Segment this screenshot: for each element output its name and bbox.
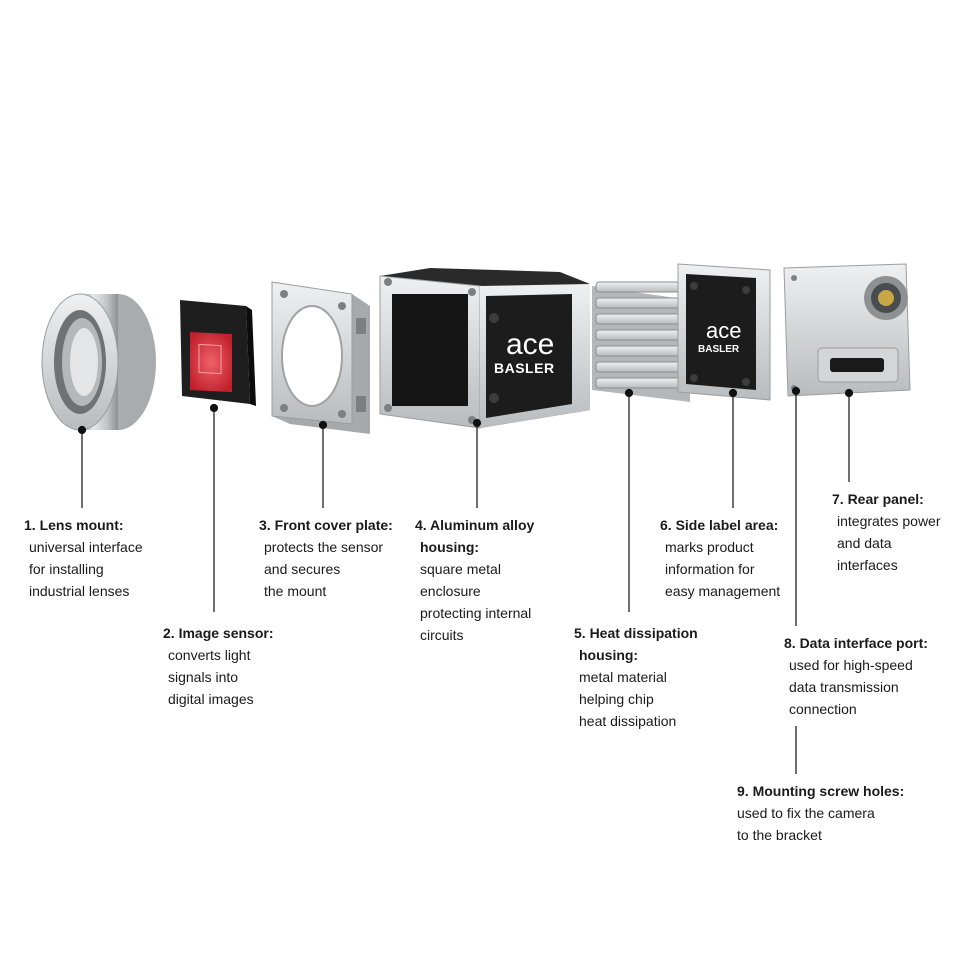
title-line: housing: <box>420 539 480 555</box>
desc-line: the mount <box>264 583 327 599</box>
desc-line: and secures <box>264 561 341 577</box>
desc-line: easy management <box>665 583 781 599</box>
usb-port-icon <box>830 358 884 372</box>
label-desc: used to fix the camera to the bracket <box>737 802 904 846</box>
label-title: 4. Aluminum alloy <box>415 517 535 533</box>
desc-line: protecting internal <box>420 605 532 621</box>
label-desc: universal interface for installing indus… <box>24 536 143 602</box>
label-title: 6. Side label area: <box>660 517 779 533</box>
label-title: 7. Rear panel: <box>832 491 924 507</box>
label-desc: converts light signals into digital imag… <box>163 644 274 710</box>
desc-line: connection <box>789 701 857 717</box>
label-title: 2. Image sensor: <box>163 625 274 641</box>
image-sensor <box>180 300 256 406</box>
desc-line: industrial lenses <box>29 583 130 599</box>
desc-line: square metal <box>420 561 501 577</box>
desc-line: used for high-speed <box>789 657 913 673</box>
label-title: 8. Data interface port: <box>784 635 928 651</box>
front-cover-plate <box>271 281 370 434</box>
desc-line: metal material <box>579 669 667 685</box>
label-desc: housing: metal material helping chip hea… <box>574 644 698 732</box>
desc-line: used to fix the camera <box>737 805 875 821</box>
desc-line: universal interface <box>29 539 143 555</box>
housing-brand-ace: ace <box>506 328 554 361</box>
desc-line: to the bracket <box>737 827 822 843</box>
desc-line: interfaces <box>837 557 898 573</box>
heat-dissipation-housing <box>592 281 690 402</box>
desc-line: integrates power <box>837 513 941 529</box>
label-desc: used for high-speed data transmission co… <box>784 654 928 720</box>
label-desc: marks product information for easy manag… <box>660 536 780 602</box>
desc-line: digital images <box>168 691 254 707</box>
label-title: 1. Lens mount: <box>24 517 124 533</box>
desc-line: protects the sensor <box>264 539 384 555</box>
desc-line: and data <box>837 535 892 551</box>
label-title: 5. Heat dissipation <box>574 625 698 641</box>
desc-line: heat dissipation <box>579 713 677 729</box>
label-heat-dissipation-housing: 5. Heat dissipation housing: metal mater… <box>574 622 698 732</box>
label-desc: protects the sensor and secures the moun… <box>259 536 393 602</box>
desc-line: enclosure <box>420 583 481 599</box>
desc-line: converts light <box>168 647 251 663</box>
label-aluminum-alloy-housing: 4. Aluminum alloy housing: square metal … <box>415 514 534 646</box>
aluminum-alloy-housing: ace BASLER <box>379 268 590 429</box>
label-data-interface-port: 8. Data interface port: used for high-sp… <box>784 632 928 720</box>
label-image-sensor: 2. Image sensor: converts light signals … <box>163 622 274 710</box>
housing-brand-basler: BASLER <box>494 360 555 376</box>
title-line: housing: <box>579 647 639 663</box>
side-brand-ace: ace <box>706 318 741 343</box>
label-desc: integrates power and data interfaces <box>832 510 941 576</box>
label-title: 3. Front cover plate: <box>259 517 393 533</box>
desc-line: circuits <box>420 627 464 643</box>
desc-line: information for <box>665 561 755 577</box>
desc-line: signals into <box>168 669 239 685</box>
label-front-cover-plate: 3. Front cover plate: protects the senso… <box>259 514 393 602</box>
desc-line: data transmission <box>789 679 899 695</box>
lens-mount <box>41 293 156 431</box>
label-desc: housing: square metal enclosure protecti… <box>415 536 534 646</box>
label-title: 9. Mounting screw holes: <box>737 783 905 799</box>
label-mounting-screw-holes: 9. Mounting screw holes: used to fix the… <box>737 780 904 846</box>
desc-line: helping chip <box>579 691 654 707</box>
label-side-label-area: 6. Side label area: marks product inform… <box>660 514 780 602</box>
label-lens-mount: 1. Lens mount: universal interface for i… <box>24 514 143 602</box>
side-brand-basler: BASLER <box>698 344 740 355</box>
leader-lines <box>77 386 854 774</box>
side-label-area: ace BASLER <box>677 263 771 401</box>
heatsink-fins <box>595 281 689 389</box>
desc-line: marks product <box>665 539 754 555</box>
label-rear-panel: 7. Rear panel: integrates power and data… <box>832 488 941 576</box>
desc-line: for installing <box>29 561 104 577</box>
rear-panel <box>783 263 911 397</box>
